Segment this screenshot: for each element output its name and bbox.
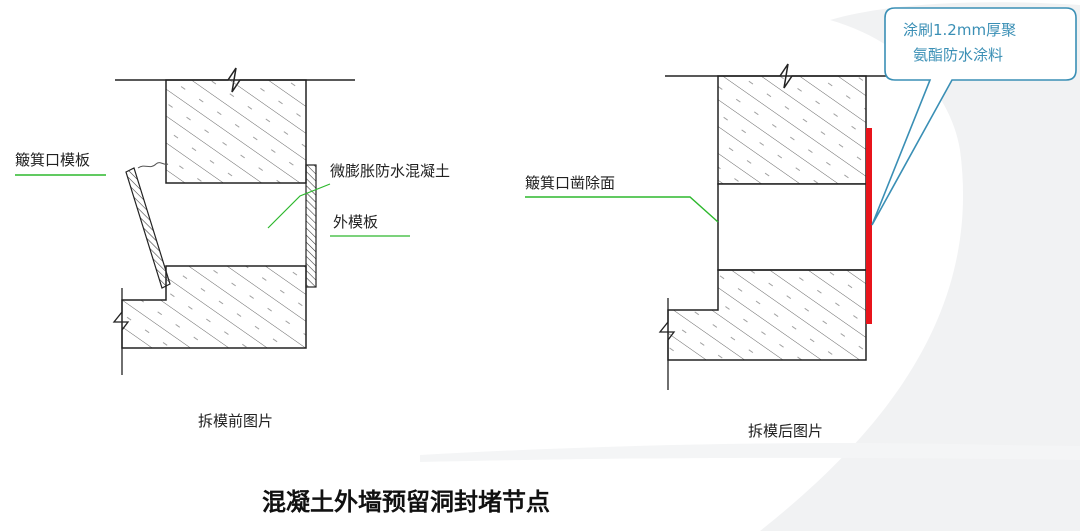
left-caption: 拆模前图片 <box>198 412 273 430</box>
background-swoosh-2 <box>420 443 1080 462</box>
left-upper-wall <box>165 79 307 184</box>
left-sloped-formwork <box>125 167 171 289</box>
label-chisel: 簸箕口凿除面 <box>525 174 615 192</box>
callout-line-2: 氨酯防水涂料 <box>913 46 1003 64</box>
background-swoosh <box>760 2 1080 531</box>
left-outer-formwork <box>305 164 317 288</box>
waterproof-coating <box>866 128 872 324</box>
right-upper-wall <box>717 75 867 185</box>
right-lower-wall <box>667 269 867 361</box>
label-formwork: 簸箕口模板 <box>15 151 90 169</box>
right-caption: 拆模后图片 <box>748 422 823 440</box>
right-diagram: 簸箕口凿除面 拆模后图片 涂刷1.2mm厚聚 氨酯防水涂料 <box>525 7 1077 440</box>
left-squiggle <box>137 162 169 169</box>
left-leader-concrete <box>267 183 331 229</box>
right-break-mark <box>658 298 676 390</box>
left-lower-wall <box>121 265 307 349</box>
left-break-mark <box>112 288 130 375</box>
label-outer-formwork: 外模板 <box>333 213 378 231</box>
left-diagram: 簸箕口模板 微膨胀防水混凝土 外模板 拆模前图片 <box>15 67 450 430</box>
right-infill-block <box>717 183 867 271</box>
callout-line-1: 涂刷1.2mm厚聚 <box>903 21 1016 39</box>
label-concrete: 微膨胀防水混凝土 <box>330 162 450 180</box>
page-title: 混凝土外墙预留洞封堵节点 <box>262 487 550 516</box>
callout-bubble <box>871 7 1077 226</box>
right-leader-chisel <box>525 196 719 223</box>
